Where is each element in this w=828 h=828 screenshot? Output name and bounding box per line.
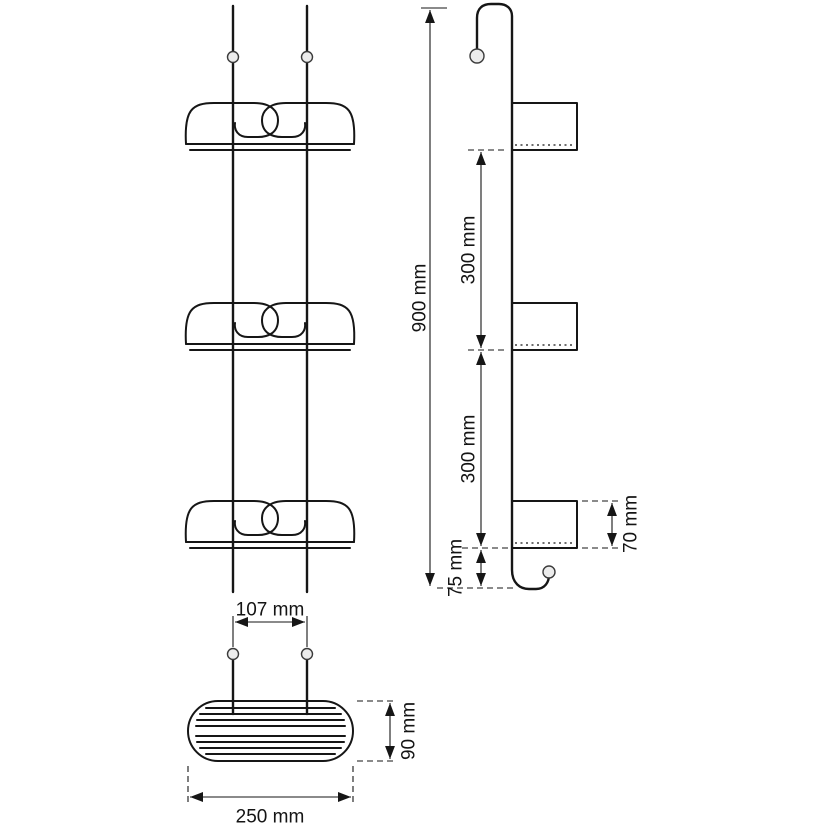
dim-label-hook-spacing: 107 mm bbox=[236, 600, 305, 621]
top-view-wires bbox=[195, 707, 346, 755]
top-view bbox=[187, 647, 354, 762]
side-basket-top bbox=[511, 102, 578, 151]
dim-label-upper-spacing: 300 mm bbox=[459, 216, 480, 285]
front-view bbox=[184, 4, 356, 594]
front-basket-bottom bbox=[184, 500, 356, 549]
dim-label-lower-spacing: 300 mm bbox=[459, 415, 480, 484]
dimension-overall-depth: 90 mm bbox=[357, 700, 420, 762]
dimension-lower-spacing: 300 mm bbox=[459, 352, 508, 549]
side-hook-ball-top bbox=[469, 48, 485, 64]
side-basket-middle bbox=[511, 302, 578, 351]
front-basket-middle bbox=[184, 302, 356, 351]
dim-label-total-height: 900 mm bbox=[410, 264, 431, 333]
dimension-total-height: 900 mm bbox=[410, 7, 516, 589]
dimension-overall-width: 250 mm bbox=[187, 766, 354, 828]
dim-label-overall-depth: 90 mm bbox=[399, 702, 420, 760]
dim-label-shelf-height: 70 mm bbox=[621, 495, 642, 553]
front-hook-ball-left bbox=[226, 50, 240, 64]
top-view-ball-right bbox=[300, 647, 314, 661]
dimension-bottom-offset: 75 mm bbox=[446, 539, 486, 597]
front-basket-top bbox=[184, 102, 356, 151]
side-rail bbox=[475, 2, 551, 591]
side-basket-bottom bbox=[511, 500, 578, 549]
top-view-ball-left bbox=[226, 647, 240, 661]
dimension-hook-spacing: 107 mm bbox=[232, 600, 308, 647]
front-hook-ball-right bbox=[300, 50, 314, 64]
top-view-basket-outline bbox=[187, 700, 354, 762]
dimension-upper-spacing: 300 mm bbox=[459, 149, 508, 351]
side-hook-ball-bottom bbox=[542, 565, 556, 579]
dimension-shelf-height: 70 mm bbox=[582, 495, 642, 553]
side-view bbox=[469, 2, 578, 591]
dim-label-overall-width: 250 mm bbox=[236, 807, 305, 828]
dim-label-bottom-offset: 75 mm bbox=[446, 539, 467, 597]
